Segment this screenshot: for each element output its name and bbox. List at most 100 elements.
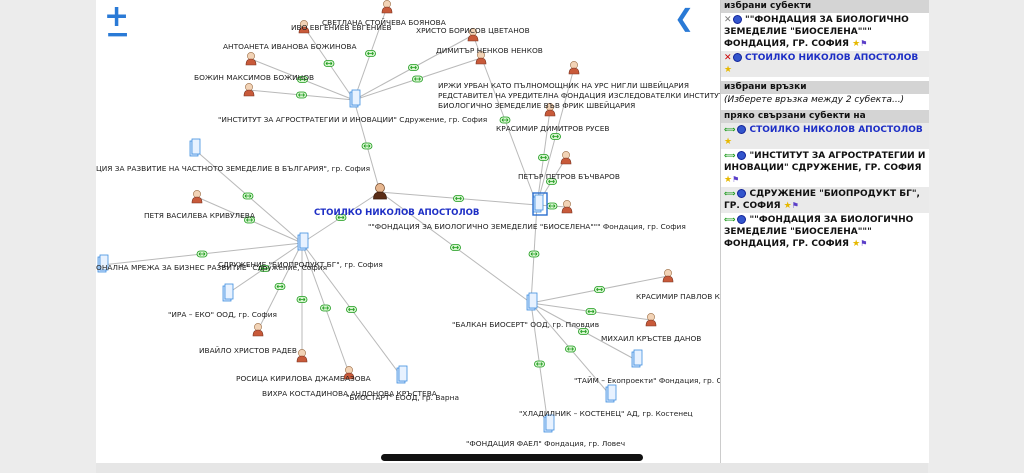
selected-item-1[interactable]: ✕""ФОНДАЦИЯ ЗА БИОЛОГИЧНО ЗЕМЕДЕЛИЕ "БИО…: [721, 13, 929, 51]
organization-icon[interactable]: [526, 292, 538, 311]
node-label[interactable]: ИВО ЕВГЕНИЕВ ЕВГЕНИЕВ: [291, 23, 392, 32]
link-badge-icon[interactable]: [534, 360, 545, 368]
organization-icon[interactable]: [189, 138, 201, 157]
link-badge-icon[interactable]: [242, 192, 254, 200]
flag-icon[interactable]: ⚑: [860, 239, 868, 248]
direct-item-label[interactable]: "ИНСТИТУТ ЗА АГРОСТРАТЕГИИ И ИНОВАЦИИ" С…: [724, 151, 926, 173]
node-label[interactable]: ХРИСТО БОРИСОВ ЦВЕТАНОВ: [416, 26, 530, 35]
person-icon[interactable]: [245, 52, 257, 66]
node-label[interactable]: КРАСИМИР ДИМИТРОВ РУСЕВ: [496, 124, 609, 133]
link-badge-icon[interactable]: [296, 91, 307, 99]
link-badge-icon[interactable]: [585, 308, 597, 315]
organization-icon[interactable]: [222, 283, 234, 302]
link-badge-icon[interactable]: [196, 250, 208, 258]
node-label[interactable]: "ХЛАДИЛНИК – КОСТЕНЕЦ" АД, гр. Костенец: [519, 409, 693, 418]
person-icon[interactable]: [568, 61, 580, 75]
person-icon[interactable]: [252, 323, 264, 337]
node-label[interactable]: СТОИЛКО НИКОЛОВ АПОСТОЛОВ: [314, 208, 479, 218]
link-badge-icon[interactable]: [565, 345, 576, 353]
person-icon[interactable]: [296, 349, 308, 363]
link-badge-icon[interactable]: [259, 265, 270, 272]
link-badge-icon[interactable]: [361, 142, 373, 150]
link-badge-icon[interactable]: [297, 76, 308, 83]
person-icon[interactable]: [662, 269, 674, 283]
person-icon[interactable]: [243, 83, 255, 97]
back-button[interactable]: ❮: [674, 4, 695, 32]
organization-icon[interactable]: [543, 414, 555, 433]
link-badge-icon[interactable]: [546, 178, 557, 185]
person-icon[interactable]: [191, 190, 203, 204]
person-icon[interactable]: [645, 313, 657, 327]
person-icon[interactable]: [475, 51, 487, 65]
link-badge-icon[interactable]: [546, 202, 558, 210]
link-badge-icon[interactable]: [365, 50, 376, 57]
link-badge-icon[interactable]: [594, 286, 605, 293]
node-label[interactable]: КРАСИМИР ПАВЛОВ КУНЧЕВ: [636, 292, 720, 301]
star-icon[interactable]: ★: [724, 175, 733, 185]
node-label[interactable]: "ИРА – ЕКО" ООД, гр. София: [168, 310, 277, 319]
node-label[interactable]: ИРЖИ УРБАН КАТО ПЪЛНОМОЩНИК НА УРС НИГЛИ…: [438, 81, 720, 110]
node-label[interactable]: "БИОСТАРТ" ЕООД, гр. Варна: [346, 393, 459, 402]
node-label[interactable]: ДИМИТЪР НЕНКОВ НЕНКОВ: [436, 46, 543, 55]
direct-item-3[interactable]: ⟺""ФОНДАЦИЯ ЗА БИОЛОГИЧНО ЗЕМЕДЕЛИЕ "БИО…: [721, 213, 929, 251]
star-icon[interactable]: ★: [724, 137, 733, 147]
link-badge-icon[interactable]: [578, 328, 589, 335]
direct-item-label[interactable]: ""ФОНДАЦИЯ ЗА БИОЛОГИЧНО ЗЕМЕДЕЛИЕ "БИОС…: [724, 215, 914, 249]
direct-subject[interactable]: ⟺СТОИЛКО НИКОЛОВ АПОСТОЛОВ ★: [721, 123, 929, 149]
organization-icon[interactable]: [532, 194, 544, 213]
node-label[interactable]: МИХАИЛ КРЪСТЕВ ДАНОВ: [601, 334, 701, 343]
flag-icon[interactable]: ⚑: [860, 39, 868, 48]
remove-icon[interactable]: ✕: [724, 53, 732, 63]
person-icon[interactable]: [544, 103, 556, 117]
link-badge-icon[interactable]: [499, 116, 511, 124]
link-badge-icon[interactable]: [274, 283, 286, 290]
flag-icon[interactable]: ⚑: [791, 201, 799, 210]
center-person-icon[interactable]: [373, 183, 387, 200]
link-badge-icon[interactable]: [412, 75, 423, 83]
direct-item-1[interactable]: ⟺"ИНСТИТУТ ЗА АГРОСТРАТЕГИИ И ИНОВАЦИИ" …: [721, 149, 929, 187]
selected-item-label[interactable]: ""ФОНДАЦИЯ ЗА БИОЛОГИЧНО ЗЕМЕДЕЛИЕ "БИОС…: [724, 15, 909, 49]
node-label[interactable]: "ИНСТИТУТ ЗА АГРОСТРАТЕГИИ И ИНОВАЦИИ" С…: [218, 115, 487, 124]
link-badge-icon[interactable]: [453, 195, 464, 202]
direct-item-label[interactable]: СДРУЖЕНИЕ "БИОПРОДУКТ БГ", ГР. СОФИЯ: [724, 189, 920, 211]
person-icon[interactable]: [381, 0, 393, 14]
person-icon[interactable]: [560, 151, 572, 165]
star-icon[interactable]: ★: [783, 201, 792, 211]
node-label[interactable]: "БАЛКАН БИОСЕРТ" ООД, гр. Пловдив: [452, 320, 599, 329]
organization-icon[interactable]: [97, 254, 109, 273]
organization-icon[interactable]: [349, 89, 361, 108]
node-label[interactable]: БОЖИН МАКСИМОВ БОЖИНОВ: [194, 73, 314, 82]
node-label[interactable]: "ФОНДАЦИЯ ФАЕЛ" Фондация, гр. Ловеч: [466, 439, 625, 448]
zoom-in-button[interactable]: +: [104, 0, 130, 34]
selected-item-label[interactable]: СТОИЛКО НИКОЛОВ АПОСТОЛОВ: [745, 53, 919, 63]
organization-icon[interactable]: [605, 384, 617, 403]
link-badge-icon[interactable]: [528, 250, 540, 258]
node-label[interactable]: ""ФОНДАЦИЯ ЗА БИОЛОГИЧНО ЗЕМЕДЕЛИЕ "БИОС…: [368, 222, 686, 231]
link-badge-icon[interactable]: [550, 133, 561, 140]
zoom-out-button[interactable]: −: [105, 17, 131, 52]
organization-icon[interactable]: [297, 232, 309, 251]
link-badge-icon[interactable]: [244, 216, 255, 224]
node-label[interactable]: РОСИЦА КИРИЛОВА ДЖАМБАЗОВА: [236, 374, 371, 383]
link-badge-icon[interactable]: [408, 64, 419, 71]
star-icon[interactable]: ★: [724, 65, 733, 75]
star-icon[interactable]: ★: [852, 39, 861, 49]
graph-canvas[interactable]: СТОИЛКО НИКОЛОВ АПОСТОЛОВ "ИНСТИТУТ ЗА АГ…: [96, 0, 720, 463]
node-label[interactable]: АНТОАНЕТА ИВАНОВА БОЖИНОВА: [223, 42, 357, 51]
node-label[interactable]: ПЕТЯ ВАСИЛЕВА КРИВУЛЕВА: [144, 211, 255, 220]
node-label[interactable]: СДРУЖЕНИЕ "БИОПРОДУКТ БГ", гр. София: [218, 260, 383, 269]
selected-item-2[interactable]: ✕ СТОИЛКО НИКОЛОВ АПОСТОЛОВ ★: [721, 51, 929, 77]
node-label[interactable]: ВИХРА КОСТАДИНОВА АНДОНОВА КРЪСТЕВА: [262, 389, 437, 398]
link-badge-icon[interactable]: [296, 296, 308, 303]
person-icon[interactable]: [467, 28, 479, 42]
remove-icon[interactable]: ✕: [724, 15, 732, 25]
node-label[interactable]: ИВАЙЛО ХРИСТОВ РАДЕВ: [199, 346, 297, 355]
person-icon[interactable]: [561, 200, 573, 214]
star-icon[interactable]: ★: [852, 239, 861, 249]
flag-icon[interactable]: ⚑: [732, 175, 740, 184]
node-label[interactable]: ЦИЯ ЗА РАЗВИТИЕ НА ЧАСТНОТО ЗЕМЕДЕЛИЕ В …: [96, 164, 370, 173]
direct-item-2[interactable]: ⟺СДРУЖЕНИЕ "БИОПРОДУКТ БГ", ГР. СОФИЯ ★⚑: [721, 187, 929, 213]
organization-icon[interactable]: [396, 365, 408, 384]
link-badge-icon[interactable]: [323, 60, 335, 67]
link-badge-icon[interactable]: [450, 244, 461, 251]
